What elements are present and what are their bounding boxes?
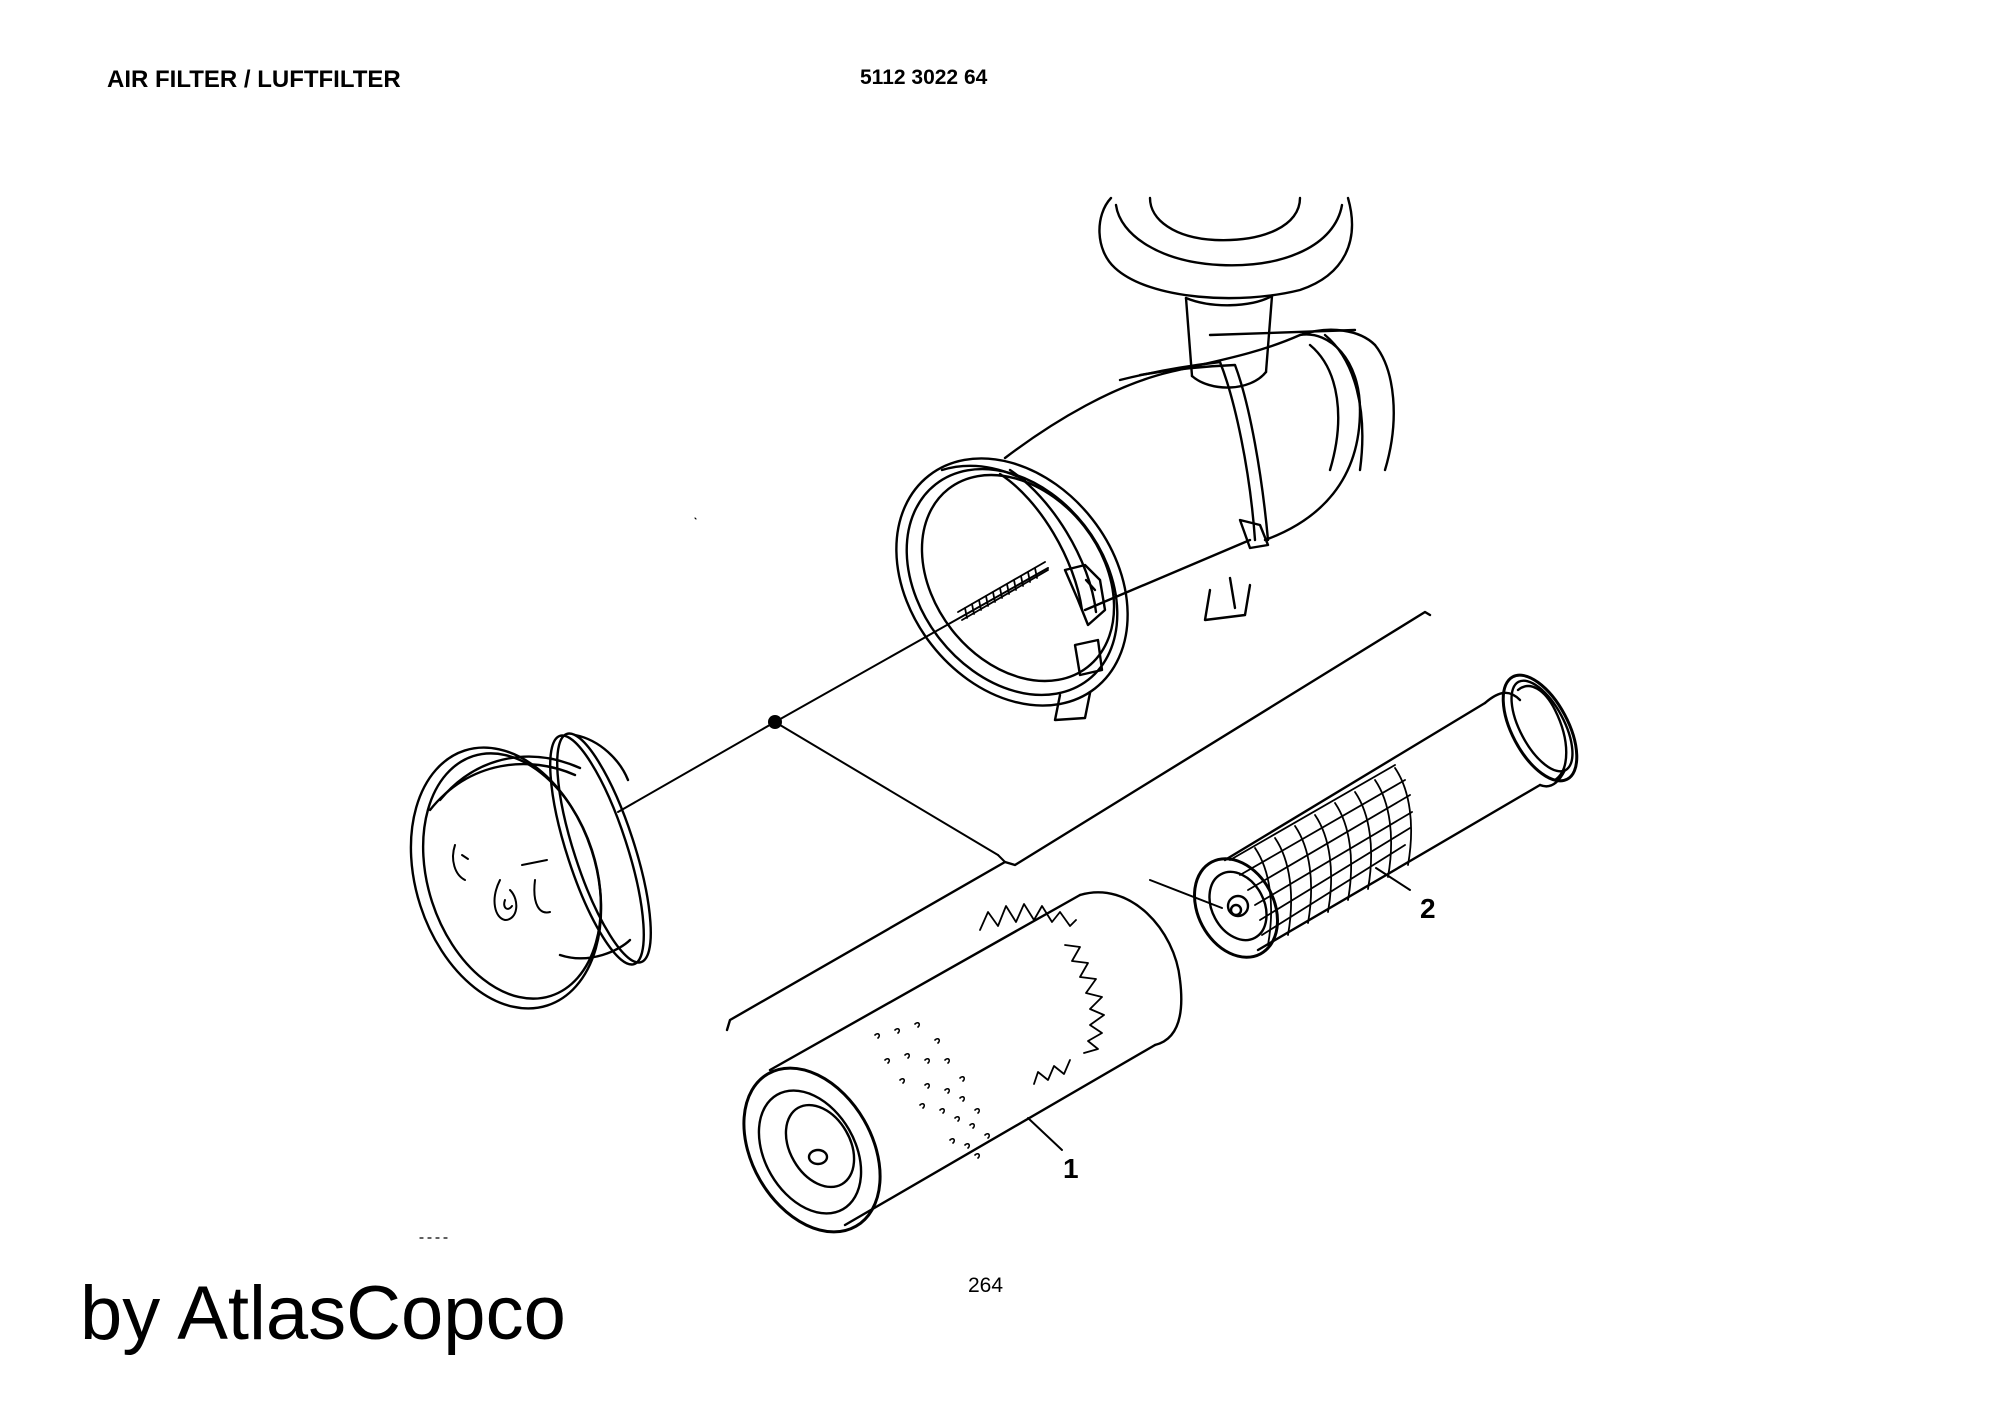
assembly-lines: [617, 567, 1223, 909]
assembly-junction-dot: [768, 715, 782, 729]
scan-artifacts: [419, 517, 697, 1239]
section-divider: [725, 610, 1432, 1032]
safety-filter-element: [1193, 673, 1579, 959]
intake-pipe: [1184, 294, 1274, 389]
callout-label-1: 1: [1063, 1153, 1079, 1184]
part-number: 5112 3022 64: [860, 66, 988, 89]
threaded-rod: [957, 561, 1049, 621]
filter-housing: [895, 196, 1395, 722]
callout-label-2: 2: [1420, 893, 1436, 924]
housing-body: [895, 328, 1395, 722]
page-number: 264: [968, 1274, 1004, 1297]
end-cover: [409, 732, 652, 1010]
page-title: AIR FILTER / LUFTFILTER: [107, 66, 401, 93]
main-filter-element: [742, 891, 1183, 1234]
intake-cap: [1098, 196, 1354, 300]
brand-watermark: by AtlasCopco: [80, 1271, 566, 1356]
